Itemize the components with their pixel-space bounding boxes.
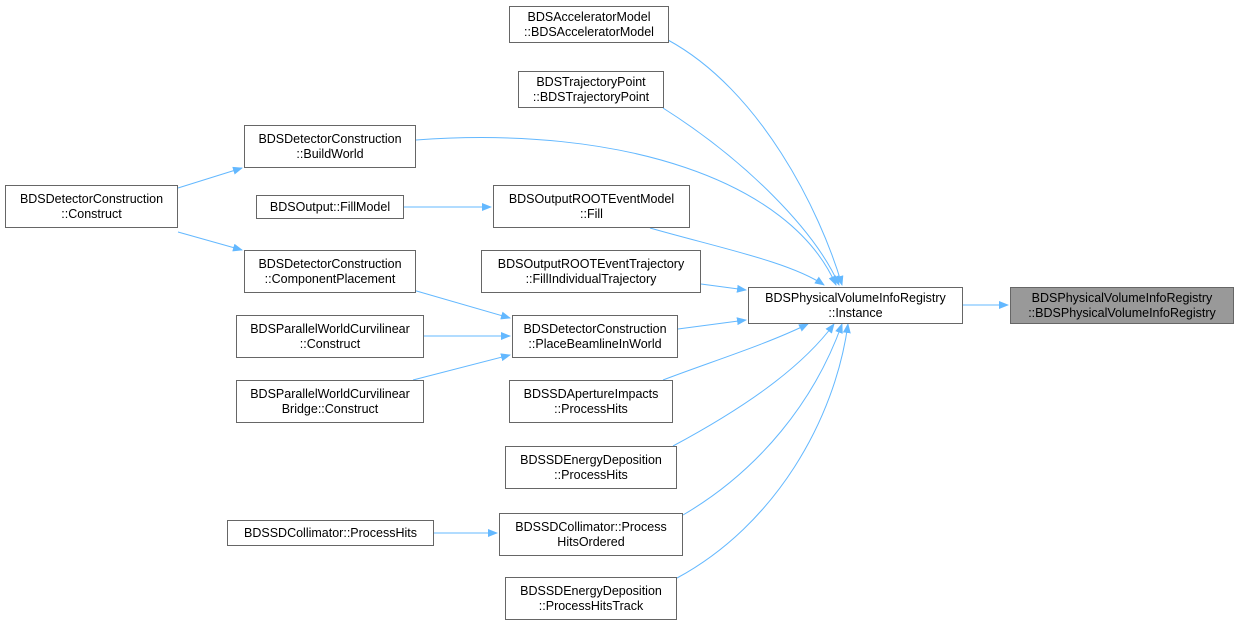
edge-trajpoint-to-instance <box>662 107 840 286</box>
edge-placebeam-to-instance <box>677 317 747 330</box>
node-label-line: ::BDSPhysicalVolumeInfoRegistry <box>1028 305 1216 320</box>
edge-construct-to-compplace <box>177 231 243 252</box>
node-label-line: ::FillIndividualTrajectory <box>525 271 657 286</box>
node-focus: BDSPhysicalVolumeInfoRegistry::BDSPhysic… <box>1010 287 1234 324</box>
node-label-line: BDSSDEnergyDeposition <box>520 583 662 598</box>
node-label-line: ::ProcessHits <box>554 467 628 482</box>
edge-rootfill-to-instance <box>649 227 825 286</box>
node-filltraj[interactable]: BDSOutputROOTEventTrajectory::FillIndivi… <box>481 250 701 293</box>
node-label-line: BDSSDApertureImpacts <box>523 386 659 401</box>
node-collhits[interactable]: BDSSDCollimator::ProcessHits <box>227 520 434 546</box>
node-label-line: BDSDetectorConstruction <box>258 256 402 271</box>
node-label-line: HitsOrdered <box>557 534 625 549</box>
node-label-line: BDSOutput::FillModel <box>269 199 391 214</box>
node-rootfill[interactable]: BDSOutputROOTEventModel::Fill <box>493 185 690 228</box>
node-label-line: ::ProcessHits <box>554 401 628 416</box>
edge-buildworld-to-instance <box>415 137 837 286</box>
node-instance[interactable]: BDSPhysicalVolumeInfoRegistry::Instance <box>748 287 963 324</box>
node-label-line: BDSParallelWorldCurvilinear <box>250 386 410 401</box>
node-energydep[interactable]: BDSSDEnergyDeposition::ProcessHits <box>505 446 677 489</box>
edge-accmodel-to-instance <box>667 39 844 286</box>
node-accmodel[interactable]: BDSAcceleratorModel::BDSAcceleratorModel <box>509 6 669 43</box>
node-label-line: ::Construct <box>299 336 361 351</box>
node-label-line: BDSSDEnergyDeposition <box>520 452 662 467</box>
node-label-line: ::Fill <box>580 206 603 221</box>
node-label-line: BDSSDCollimator::Process <box>515 519 667 534</box>
node-buildworld[interactable]: BDSDetectorConstruction::BuildWorld <box>244 125 416 168</box>
node-label-line: BDSDetectorConstruction <box>19 191 164 206</box>
edge-pwcbconstruct-to-placebeam <box>412 353 511 381</box>
node-label-line: BDSParallelWorldCurvilinear <box>250 321 410 336</box>
node-label-line: Bridge::Construct <box>281 401 379 416</box>
node-label-line: ::PlaceBeamlineInWorld <box>528 336 662 351</box>
node-label-line: BDSAcceleratorModel <box>527 9 651 24</box>
edge-construct-to-buildworld <box>177 166 243 189</box>
node-label-line: ::ProcessHitsTrack <box>538 598 644 613</box>
node-label-line: BDSSDCollimator::ProcessHits <box>244 525 417 540</box>
node-trajpoint[interactable]: BDSTrajectoryPoint::BDSTrajectoryPoint <box>518 71 664 108</box>
node-label-line: BDSOutputROOTEventModel <box>508 191 675 206</box>
node-label-line: ::ComponentPlacement <box>264 271 396 286</box>
node-label-line: ::BDSTrajectoryPoint <box>532 89 650 104</box>
node-pwcconstruct[interactable]: BDSParallelWorldCurvilinear::Construct <box>236 315 424 358</box>
node-label-line: BDSTrajectoryPoint <box>536 74 646 89</box>
node-label-line: ::BDSAcceleratorModel <box>524 24 654 39</box>
node-label-line: ::Construct <box>61 206 122 221</box>
node-label-line: BDSPhysicalVolumeInfoRegistry <box>1031 290 1213 305</box>
edge-filltraj-to-instance <box>700 283 747 293</box>
edge-energytrack-to-instance <box>676 323 851 579</box>
node-placebeam[interactable]: BDSDetectorConstruction::PlaceBeamlineIn… <box>512 315 678 358</box>
edge-energydep-to-instance <box>672 323 835 447</box>
node-compplace[interactable]: BDSDetectorConstruction::ComponentPlacem… <box>244 250 416 293</box>
node-energytrack[interactable]: BDSSDEnergyDeposition::ProcessHitsTrack <box>505 577 677 620</box>
edge-compplace-to-placebeam <box>412 289 511 320</box>
node-fillmodel[interactable]: BDSOutput::FillModel <box>256 195 404 219</box>
node-label-line: BDSDetectorConstruction <box>258 131 402 146</box>
edge-collordered-to-instance <box>682 323 843 516</box>
node-label-line: BDSOutputROOTEventTrajectory <box>497 256 685 271</box>
node-aperture[interactable]: BDSSDApertureImpacts::ProcessHits <box>509 380 673 423</box>
node-label-line: BDSDetectorConstruction <box>523 321 667 336</box>
node-label-line: BDSPhysicalVolumeInfoRegistry <box>765 290 946 305</box>
node-label-line: ::BuildWorld <box>296 146 364 161</box>
node-construct[interactable]: BDSDetectorConstruction::Construct <box>5 185 178 228</box>
edge-aperture-to-instance <box>662 323 809 381</box>
node-label-line: ::Instance <box>828 305 883 320</box>
